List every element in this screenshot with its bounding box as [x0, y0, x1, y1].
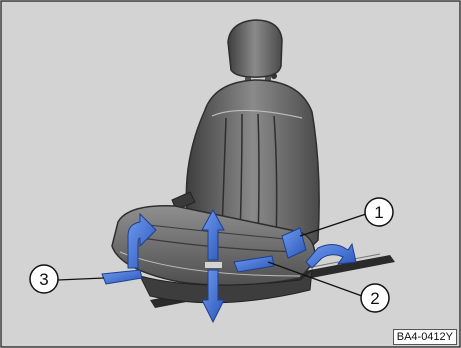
callout-1: 1 [365, 198, 393, 226]
headrest [228, 20, 282, 77]
callout-1-label: 1 [374, 203, 383, 222]
callout-2: 2 [361, 284, 389, 312]
callout-3: 3 [30, 265, 58, 293]
callout-2-label: 2 [370, 289, 379, 308]
callout-3-label: 3 [39, 270, 48, 289]
reference-code-label: BA4-0412Y [393, 329, 457, 345]
